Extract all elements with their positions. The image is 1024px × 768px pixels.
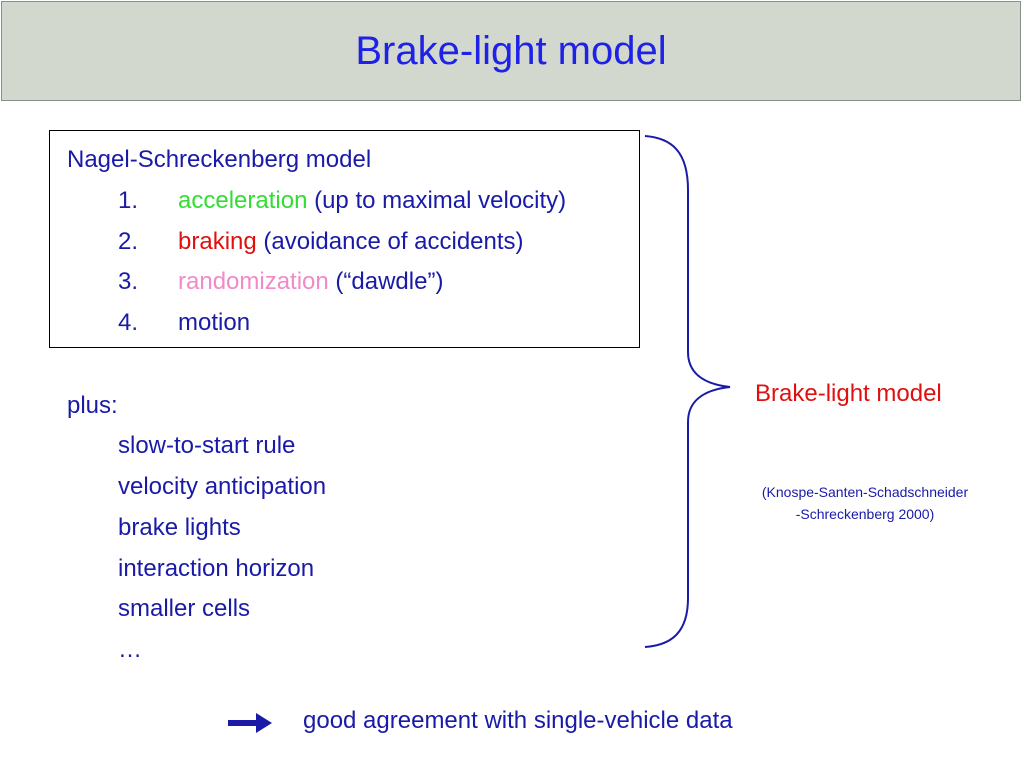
plus-item: brake lights	[118, 514, 241, 541]
plus-item: …	[118, 636, 142, 663]
step-1-rest: (up to maximal velocity)	[307, 187, 567, 214]
step-3-key: randomization	[178, 268, 329, 295]
citation-line-2: -Schreckenberg 2000)	[795, 506, 935, 522]
plus-heading: plus:	[67, 392, 118, 419]
step-4-number: 4.	[118, 309, 139, 336]
plus-item: slow-to-start rule	[118, 432, 296, 459]
plus-item: velocity anticipation	[118, 473, 327, 500]
plus-item: interaction horizon	[118, 555, 315, 582]
step-1: acceleration (up to maximal velocity)	[178, 187, 566, 215]
step-4: motion	[178, 309, 250, 337]
step-2-number: 2.	[118, 228, 139, 255]
step-1-key: acceleration	[178, 187, 308, 214]
step-3: randomization (“dawdle”)	[178, 268, 443, 296]
title-bar: Brake-light model	[1, 1, 1021, 101]
step-3-rest: (“dawdle”)	[328, 268, 444, 295]
brace-path	[644, 135, 731, 648]
step-1-number: 1.	[118, 187, 139, 214]
slide-title: Brake-light model	[355, 28, 667, 73]
arrow-icon	[228, 713, 272, 733]
step-2-rest: (avoidance of accidents)	[256, 228, 524, 255]
nasch-box	[49, 130, 640, 348]
nasch-heading: Nagel-Schreckenberg model	[67, 146, 372, 173]
step-3-number: 3.	[118, 268, 139, 295]
result-label: Brake-light model	[755, 380, 942, 407]
conclusion-text: good agreement with single-vehicle data	[303, 707, 733, 734]
plus-item: smaller cells	[118, 595, 251, 622]
step-2-key: braking	[178, 228, 257, 255]
citation-line-1: (Knospe-Santen-Schadschneider	[761, 484, 969, 500]
step-4-key: motion	[178, 309, 251, 336]
step-2: braking (avoidance of accidents)	[178, 228, 524, 256]
